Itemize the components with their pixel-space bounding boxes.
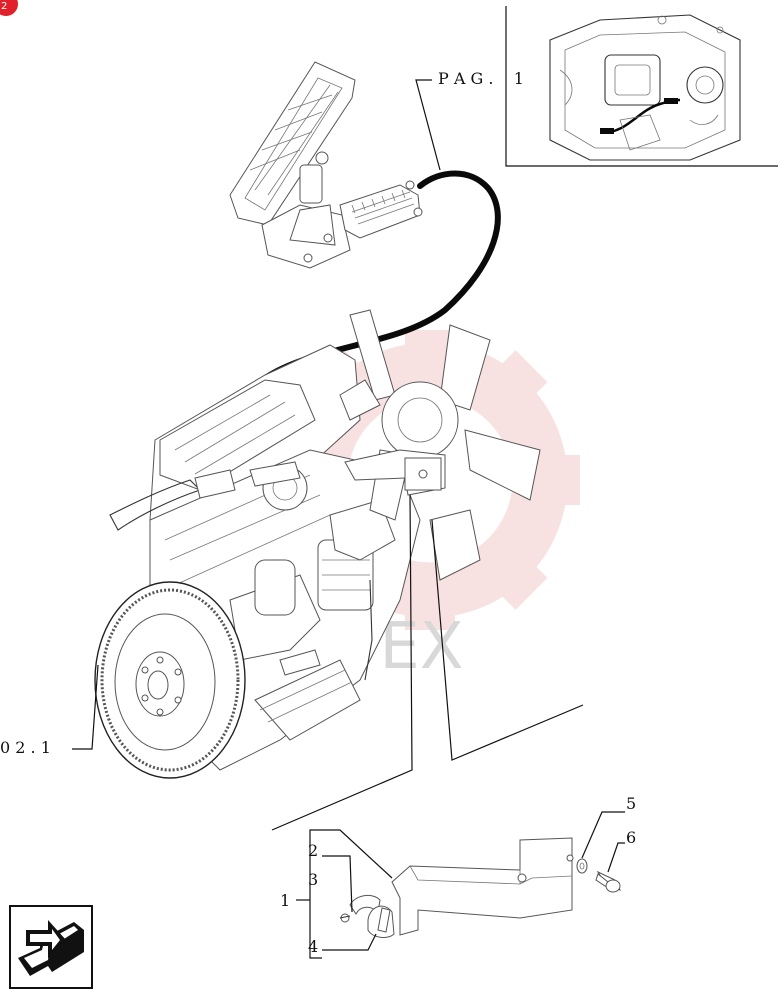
- accelerator-pedal-assembly: [229, 61, 423, 269]
- callout-2-leader: [322, 829, 393, 879]
- section-reference-leader: [72, 664, 99, 750]
- callout-4-leader: [322, 933, 377, 951]
- callout-1: 1: [280, 891, 290, 910]
- callout-6: 6: [626, 828, 636, 847]
- corner-badge-icon: 2: [0, 0, 18, 16]
- callout-5-leader: [581, 811, 625, 859]
- engine-fan: [339, 309, 541, 521]
- callout-5: 5: [626, 794, 636, 813]
- callout-6-leader: [607, 842, 625, 873]
- page-turn-arrow-icon[interactable]: [9, 905, 93, 989]
- exploded-bracket-detail: [339, 837, 622, 938]
- callout-4: 4: [308, 937, 318, 956]
- svg-text:2: 2: [1, 1, 7, 12]
- page-reference-leader: [415, 79, 441, 171]
- callout-2: 2: [308, 841, 318, 860]
- engine-bracket: [344, 449, 446, 496]
- flywheel: [94, 581, 246, 779]
- callout-3-leader: [322, 855, 353, 913]
- inset-detail: [505, 6, 778, 167]
- section-reference-label: 0 2 . 1: [0, 738, 51, 757]
- page-reference-label: P A G . 1: [438, 69, 524, 88]
- callout-bracket-1: [309, 829, 322, 959]
- callout-3: 3: [308, 870, 318, 889]
- detail-leader-a: [271, 494, 413, 831]
- detail-leader-b: [431, 519, 584, 761]
